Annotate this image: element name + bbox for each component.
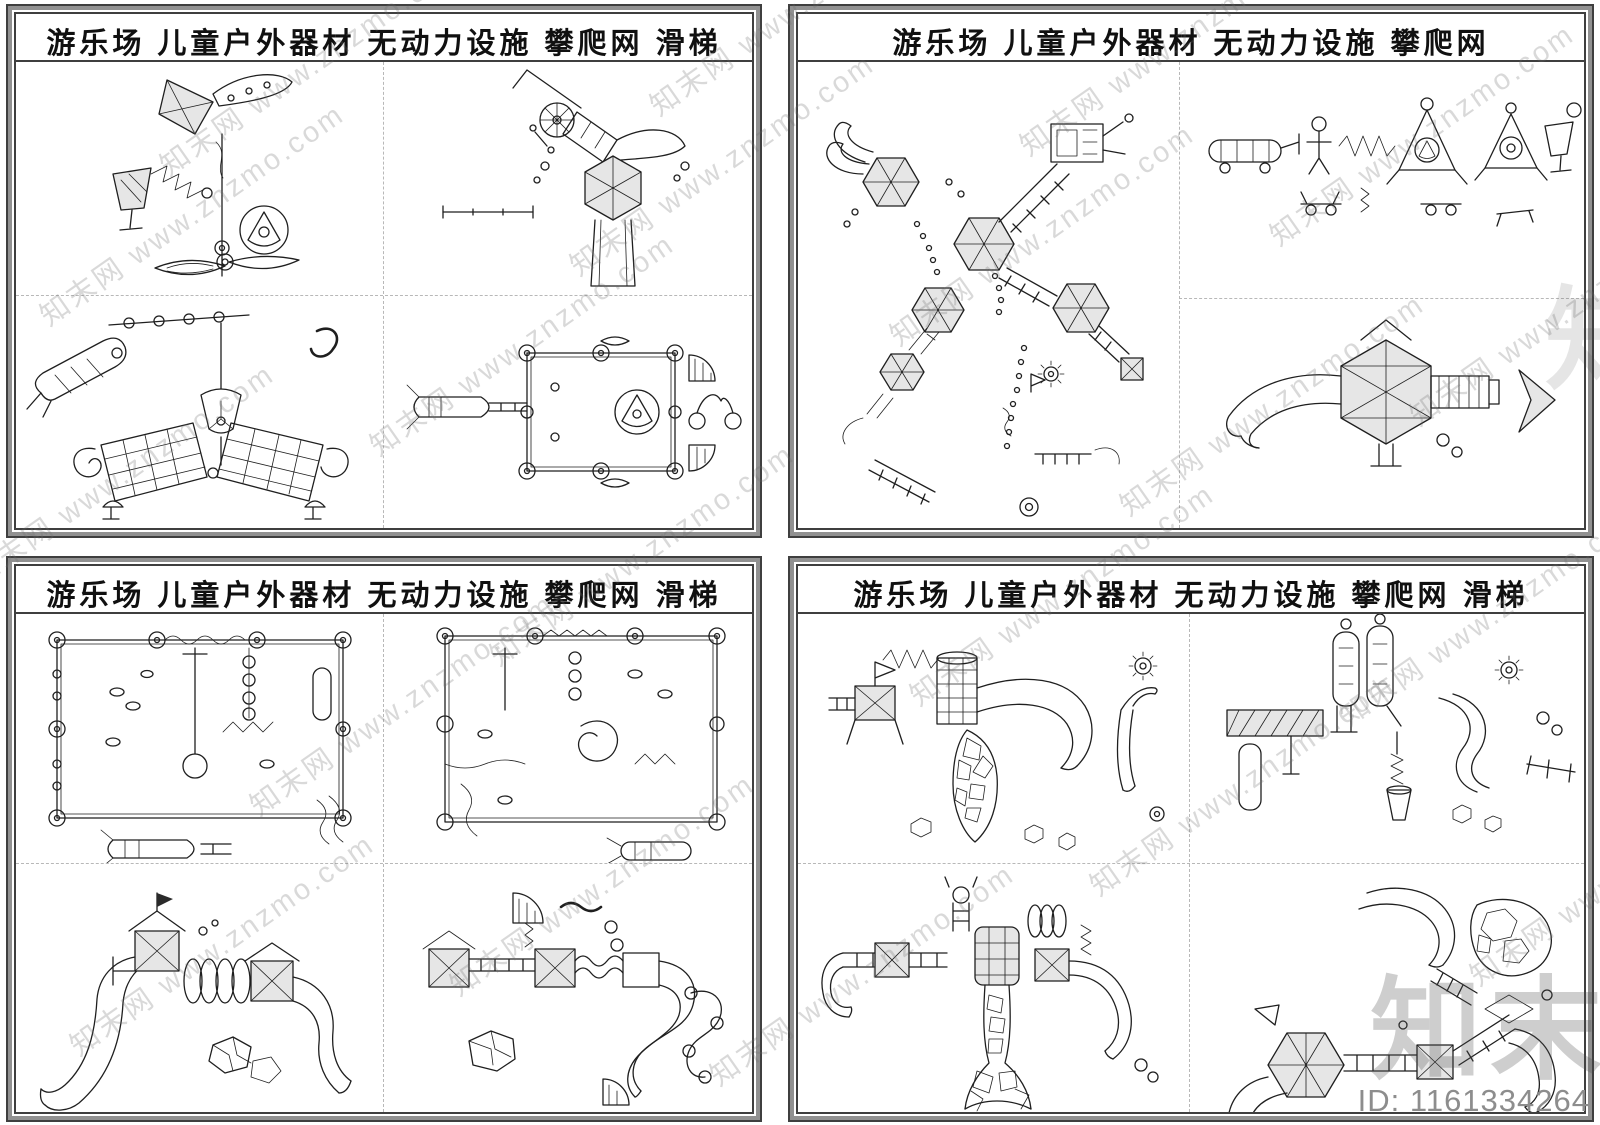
drawing-spring-riders-row	[1208, 97, 1582, 227]
drawing-combination-slide-a	[39, 892, 352, 1111]
drawing-combination-slide-b	[422, 892, 724, 1106]
drawing-giraffe-tower-plan	[821, 876, 1159, 1112]
panel-bottom-left: 游乐场 儿童户外器材 无动力设施 攀爬网 滑梯	[6, 556, 762, 1122]
panel-title: 游乐场 儿童户外器材 无动力设施 攀爬网 滑梯	[46, 28, 722, 60]
panel-title: 游乐场 儿童户外器材 无动力设施 攀爬网 滑梯	[853, 580, 1529, 612]
drawing-rope-bridge-course	[26, 311, 349, 520]
quadrant-divider-horizontal	[16, 295, 752, 296]
drawing-rope-course-plan-b	[436, 627, 726, 863]
title-rule	[798, 612, 1584, 614]
title-rule	[16, 612, 752, 614]
drawing-tower-slide	[442, 69, 690, 287]
drawing-hex-slide-plan	[1226, 319, 1556, 467]
drawing-square-frame-plan	[406, 336, 742, 488]
panel-title: 游乐场 儿童户外器材 无动力设施 攀爬网 滑梯	[46, 580, 722, 612]
drawing-flag-tower-slide	[828, 649, 1165, 851]
drawing-rope-course-plan-a	[48, 631, 352, 863]
quadrant-divider-vertical	[1179, 62, 1180, 528]
drawing-capsule-towers	[1226, 614, 1576, 833]
title-rule	[16, 60, 752, 62]
panel-top-right: 游乐场 儿童户外器材 无动力设施 攀爬网	[788, 4, 1594, 538]
quadrant-divider-horizontal	[798, 863, 1584, 864]
image-id-label: ID: 1161334264	[1357, 1083, 1590, 1118]
panel-top-left-inner: 游乐场 儿童户外器材 无动力设施 攀爬网 滑梯	[14, 12, 754, 530]
quadrant-divider-horizontal	[16, 863, 752, 864]
panel-title: 游乐场 儿童户外器材 无动力设施 攀爬网	[892, 28, 1490, 60]
panel-top-right-inner: 游乐场 儿童户外器材 无动力设施 攀爬网	[796, 12, 1586, 530]
panel-bottom-left-inner: 游乐场 儿童户外器材 无动力设施 攀爬网 滑梯	[14, 564, 754, 1114]
drawing-radial-slides-plan	[1228, 887, 1556, 1112]
drawing-climbing-net-cluster-plan	[826, 113, 1144, 517]
drawing-spinner-sculpture	[112, 74, 300, 277]
panel-bottom-right: 游乐场 儿童户外器材 无动力设施 攀爬网 滑梯	[788, 556, 1594, 1122]
panel-top-left: 游乐场 儿童户外器材 无动力设施 攀爬网 滑梯	[6, 4, 762, 538]
title-rule	[798, 60, 1584, 62]
panel-bottom-right-inner: 游乐场 儿童户外器材 无动力设施 攀爬网 滑梯	[796, 564, 1586, 1114]
quadrant-divider-horizontal	[1179, 298, 1584, 299]
